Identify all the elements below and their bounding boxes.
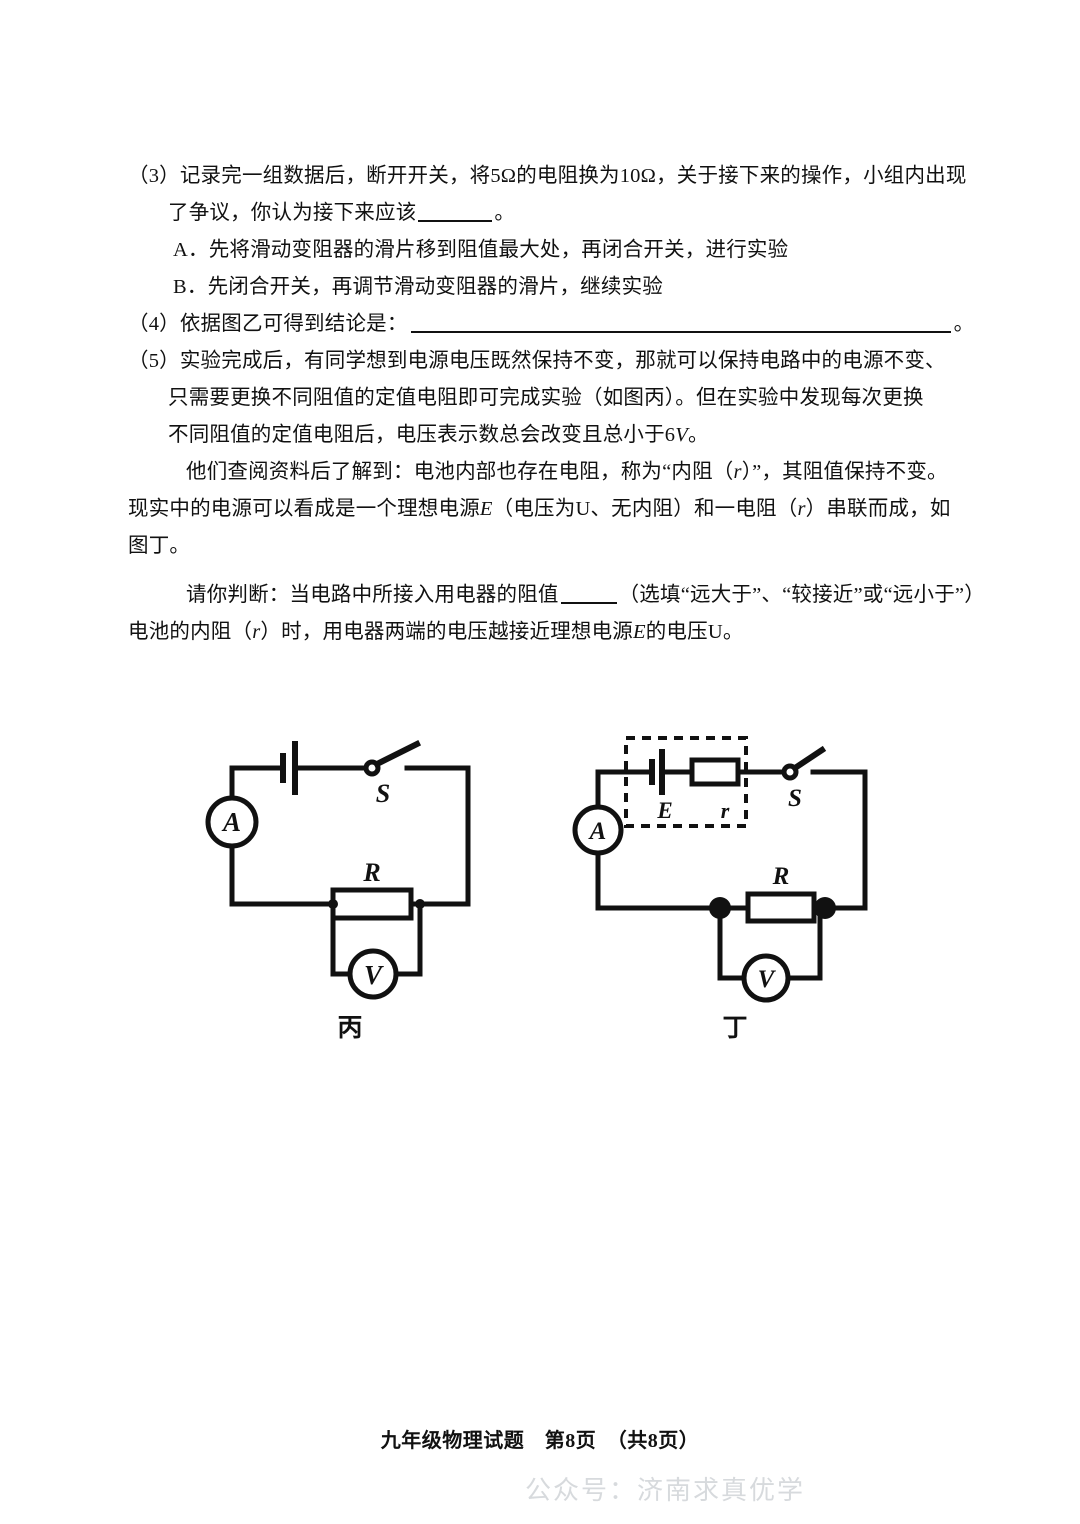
question-4-suffix: 。 [953, 313, 975, 335]
ideal-source-symbol-1: E [479, 498, 493, 520]
figure-bing: A V S R 丙 [205, 726, 495, 1042]
ideal-source-label: E [656, 798, 672, 823]
question-5-para2-line-2: 现实中的电源可以看成是一个理想电源E（电压为U、无内阻）和一电阻（r）串联而成，… [128, 491, 966, 528]
question-5-answer-blank[interactable] [560, 602, 617, 604]
question-5-para3-line-2-c: 的电压U。 [645, 621, 744, 643]
question-3-option-b[interactable]: B．先闭合开关，再调节滑动变阻器的滑片，继续实验 [128, 269, 966, 306]
question-3-option-a-text: A．先将滑动变阻器的滑片移到阻值最大处，再闭合开关，进行实验 [173, 239, 789, 261]
question-5-para3-line-1-a: 请你判断：当电路中所接入用电器的阻值 [186, 584, 559, 606]
question-3-line-2-prefix: 了争议，你认为接下来应该 [168, 202, 417, 224]
question-5-line-3: 不同阻值的定值电阻后，电压表示数总会改变且总小于6V。 [128, 417, 966, 454]
question-3-option-b-text: B．先闭合开关，再调节滑动变阻器的滑片，继续实验 [173, 276, 663, 298]
figure-ding-caption: 丁 [722, 1015, 748, 1042]
real-source-dashed-box [624, 736, 748, 828]
ideal-source-symbol-2: E [633, 621, 646, 643]
question-5-line-1-text: （5）实验完成后，有同学想到电源电压既然保持不变，那就可以保持电路中的电源不变、 [128, 350, 946, 372]
question-5-line-3-text-a: 不同阻值的定值电阻后，电压表示数总会改变且总小于6 [168, 424, 676, 446]
question-5-line-2: 只需要更换不同阻值的定值电阻即可完成实验（如图丙）。但在实验中发现每次更换 [128, 380, 966, 417]
question-3-line-2: 了争议，你认为接下来应该 。 [128, 195, 966, 232]
figure-ding: A V S R E r 丁 [570, 720, 900, 1042]
switch-lever [372, 739, 422, 769]
internal-resistance-symbol-2: r [797, 498, 806, 520]
ammeter-label: A [221, 807, 241, 837]
question-5-line-3-text-b: 。 [687, 424, 709, 446]
question-5-para3-line-2-a: 电池的内阻（ [128, 621, 253, 643]
switch-lever [790, 745, 827, 773]
question-5-para3-line-2-b: ）时，用电器两端的电压越接近理想电源 [260, 621, 633, 643]
question-5-para2-line-3-text: 图丁。 [128, 535, 191, 557]
question-5-para2-line-1-a: 他们查阅资料后了解到：电池内部也存在电阻，称为“内阻（ [186, 461, 734, 483]
figure-bing-caption: 丙 [337, 1015, 363, 1042]
internal-resistance-symbol-3: r [252, 621, 261, 643]
footer-text: 九年级物理试题 第8页 （共8页） [380, 1430, 700, 1452]
watermark: 公众号：济南求真优学 [0, 1470, 1080, 1507]
question-4-prompt: （4）依据图乙可得到结论是： [128, 313, 408, 335]
question-3-answer-blank[interactable] [418, 220, 493, 222]
resistor-box [330, 887, 414, 921]
question-3-option-a[interactable]: A．先将滑动变阻器的滑片移到阻值最大处，再闭合开关，进行实验 [128, 232, 966, 269]
resistor-box [745, 891, 817, 924]
question-4-line: （4）依据图乙可得到结论是： 。 [128, 306, 974, 343]
question-5-para2-line-2-c: ）串联而成，如 [805, 498, 951, 520]
question-5-para2-line-2-b: （电压为U、无内阻）和一电阻（ [492, 498, 798, 520]
question-3-line-2-suffix: 。 [494, 202, 516, 224]
switch-label: S [376, 779, 390, 808]
voltmeter-label: V [364, 960, 384, 990]
circuit-diagram-bing: A V S R [205, 739, 471, 1000]
junction-dot-left [709, 897, 731, 919]
junction-dot-right [814, 897, 836, 919]
question-5-para3-line-2: 电池的内阻（r）时，用电器两端的电压越接近理想电源E的电压U。 [128, 614, 966, 651]
question-3-line-1: （3）记录完一组数据后，断开开关，将5Ω的电阻换为10Ω，关于接下来的操作，小组… [128, 158, 966, 195]
ammeter-label: A [588, 818, 607, 845]
question-4-answer-blank[interactable] [410, 331, 951, 333]
unit-volt-symbol: V [675, 424, 688, 446]
figures-area: A V S R 丙 [0, 726, 1080, 1086]
resistor-label: R [772, 863, 790, 890]
internal-resistance-label: r [721, 798, 730, 823]
question-5-line-2-text: 只需要更换不同阻值的定值电阻即可完成实验（如图丙）。但在实验中发现每次更换 [168, 387, 924, 409]
page-footer: 九年级物理试题 第8页 （共8页） [0, 1424, 1080, 1453]
circuit-diagram-ding: A V S R E r [572, 736, 868, 1003]
question-5-para3-line-1-b: （选填“远大于”、“较接近”或“远小于”） [618, 584, 985, 606]
internal-resistor-box [689, 757, 741, 787]
question-3-line-1-text: （3）记录完一组数据后，断开开关，将5Ω的电阻换为10Ω，关于接下来的操作，小组… [128, 165, 967, 187]
question-5-para2-line-2-a: 现实中的电源可以看成是一个理想电源 [128, 498, 480, 520]
question-5-para3-line-1: 请你判断：当电路中所接入用电器的阻值 （选填“远大于”、“较接近”或“远小于”） [128, 577, 985, 614]
voltmeter-label: V [758, 966, 777, 993]
switch-label: S [788, 785, 802, 812]
question-5-para2-line-3: 图丁。 [128, 528, 966, 565]
question-5-line-1: （5）实验完成后，有同学想到电源电压既然保持不变，那就可以保持电路中的电源不变、 [128, 343, 966, 380]
watermark-text: 公众号：济南求真优学 [524, 1475, 805, 1505]
internal-resistance-symbol-1: r [733, 461, 742, 483]
resistor-label: R [362, 858, 380, 887]
question-text-block: （3）记录完一组数据后，断开开关，将5Ω的电阻换为10Ω，关于接下来的操作，小组… [128, 158, 985, 651]
question-5-para2-line-1: 他们查阅资料后了解到：电池内部也存在电阻，称为“内阻（r）”，其阻值保持不变。 [128, 454, 966, 491]
question-5-para2-line-1-b: ）”，其阻值保持不变。 [741, 461, 948, 483]
